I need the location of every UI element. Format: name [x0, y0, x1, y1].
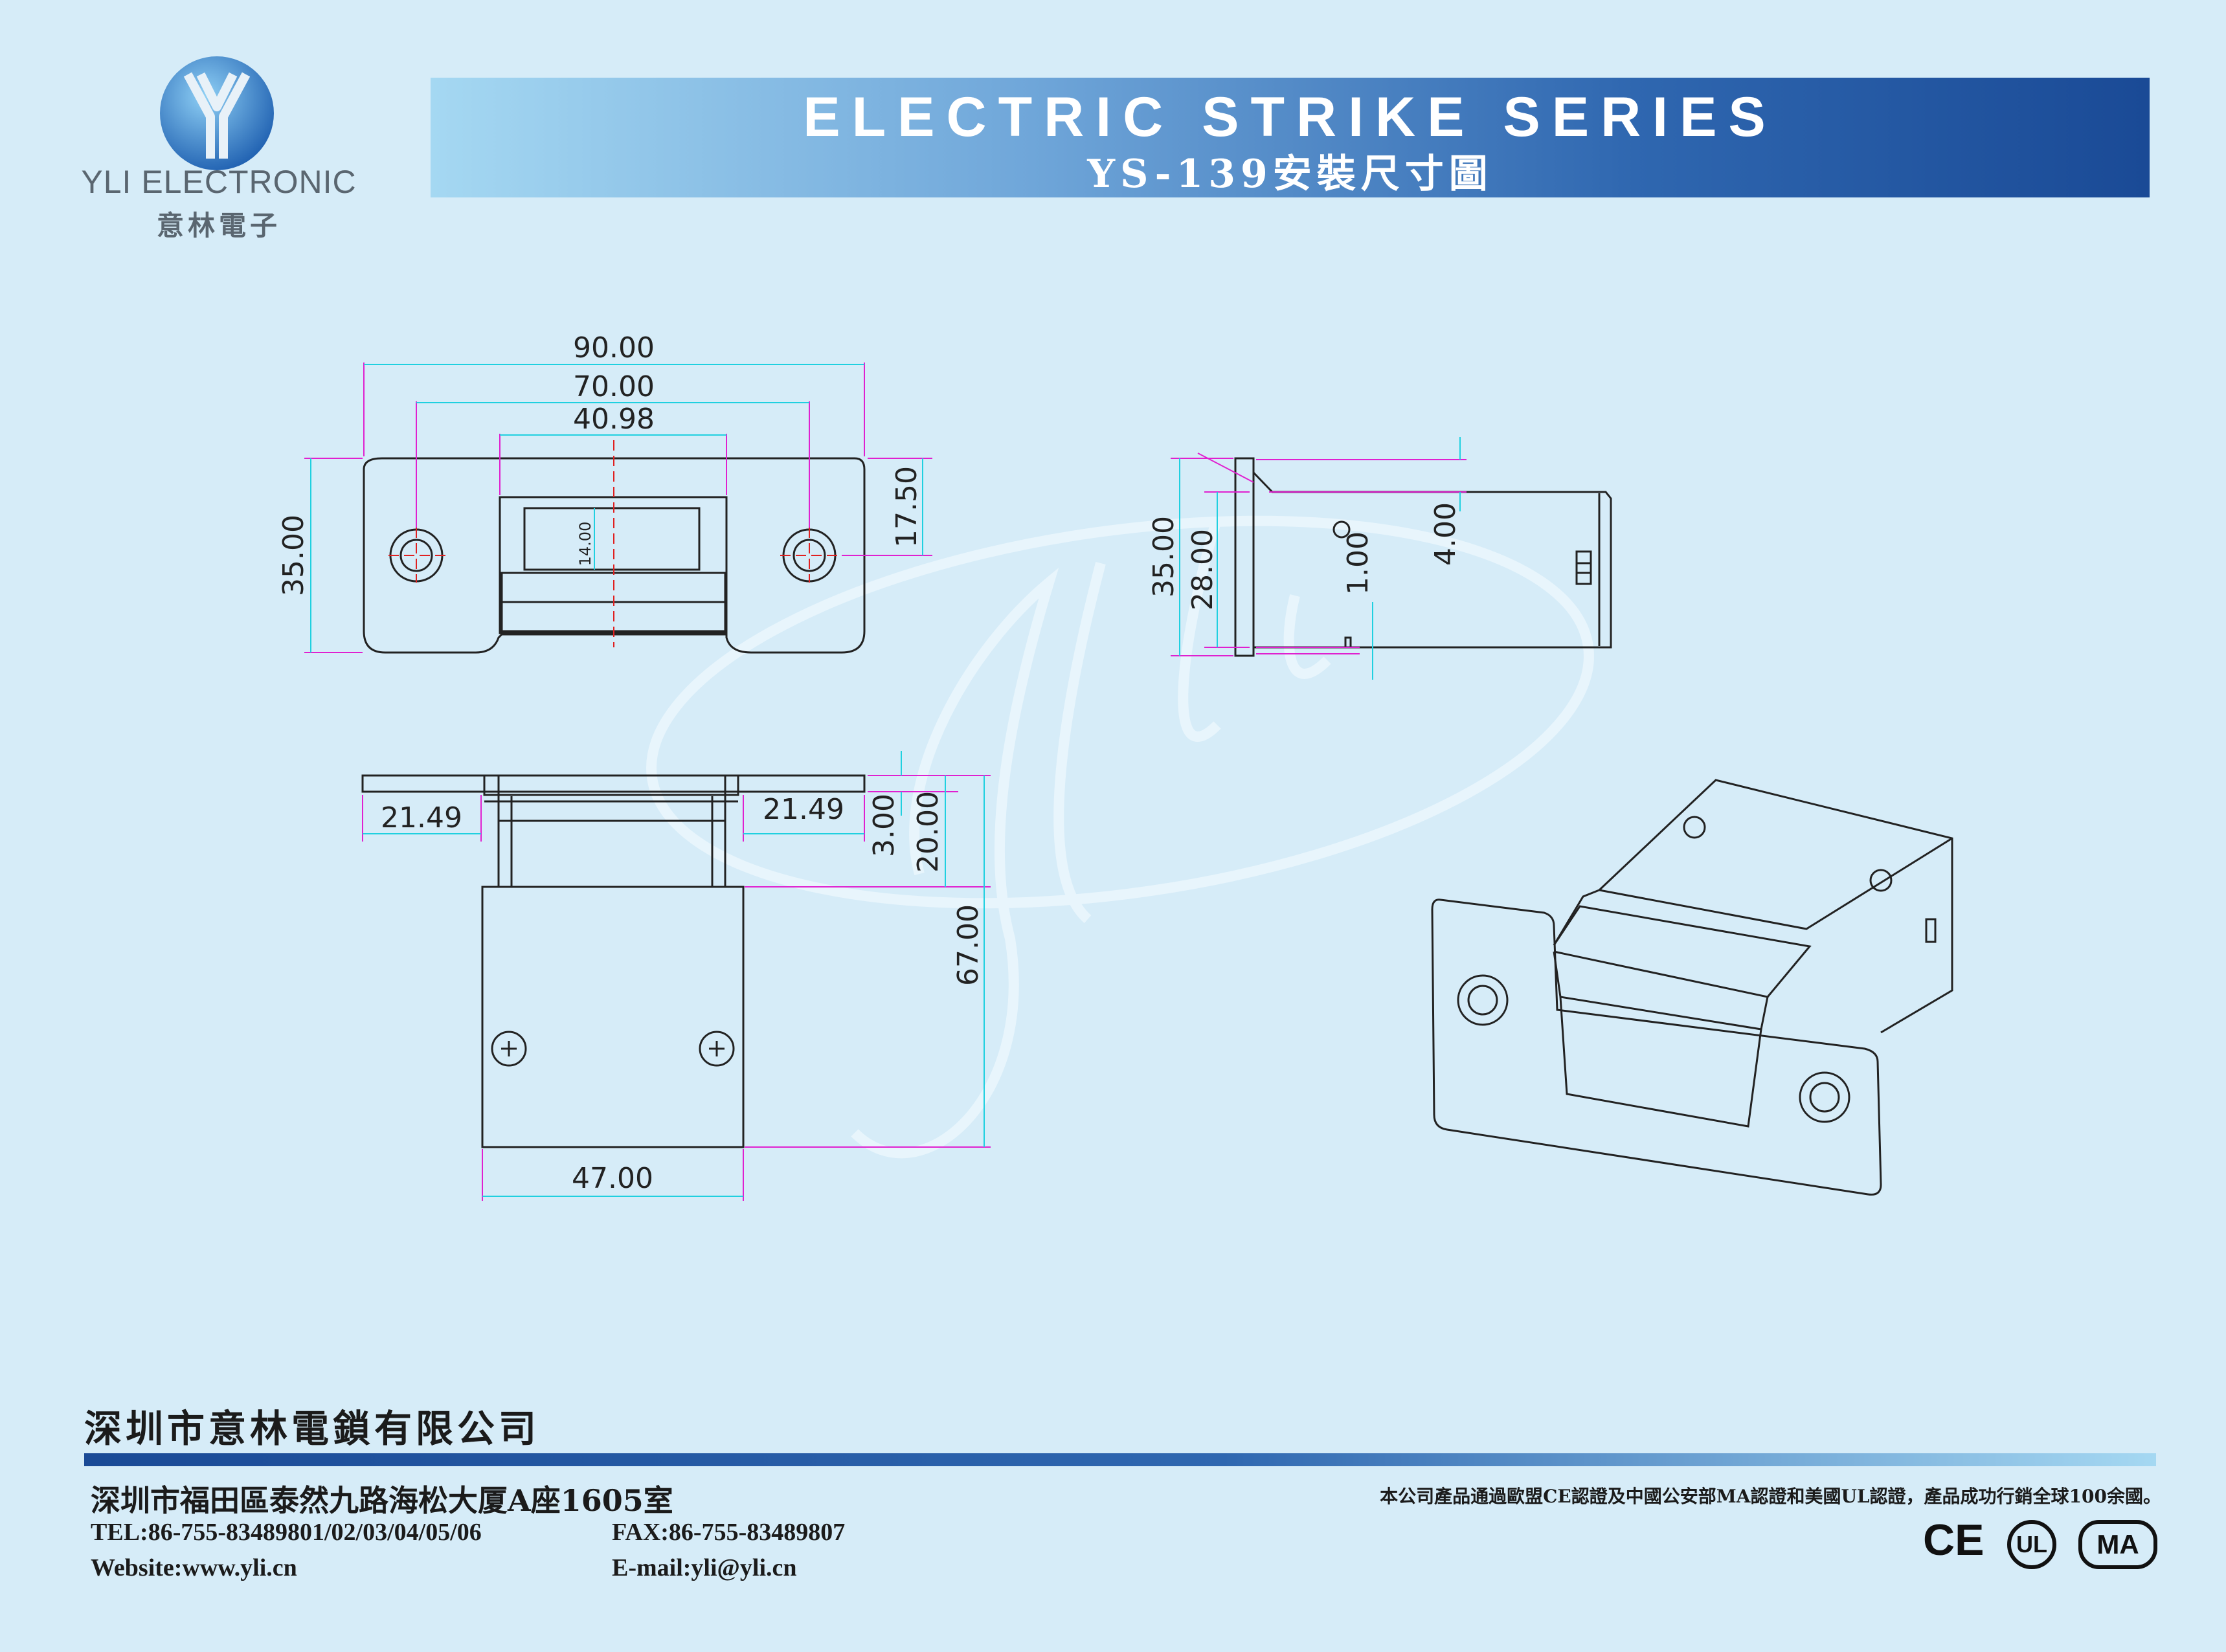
dim-side-inner: 28.00: [1186, 529, 1219, 610]
dim-front-half-height: 17.50: [890, 466, 923, 548]
dim-front-height: 35.00: [277, 515, 310, 596]
dimension-labels: 90.00 70.00 40.98 35.00 17.50 14.00 35.0…: [277, 331, 1462, 1195]
brand-name-zh: 意林電子: [156, 210, 281, 241]
dim-side-lip: 1.00: [1342, 531, 1375, 595]
ul-mark-icon: UL: [2007, 1520, 2056, 1569]
isometric-view: [1431, 779, 1953, 1196]
dim-front-opening: 40.98: [573, 403, 655, 436]
title-banner: ELECTRIC STRIKE SERIES YS-139安裝尺寸圖: [431, 78, 2150, 197]
ce-mark-icon: CE: [1923, 1515, 1984, 1565]
dim-bottom-left-flange: 21.49: [381, 801, 462, 834]
company-email[interactable]: E-mail:yli@yli.cn: [612, 1554, 797, 1581]
ma-mark-icon: MA: [2078, 1520, 2157, 1569]
dim-bottom-body-width: 47.00: [572, 1162, 653, 1195]
banner-title: ELECTRIC STRIKE SERIES: [803, 86, 1777, 148]
dim-bottom-right-flange: 21.49: [763, 793, 844, 826]
dim-front-total-width: 90.00: [573, 331, 655, 364]
bottom-view: [361, 774, 866, 1148]
front-dimension-lines: [304, 363, 932, 653]
yli-logo-icon: [160, 56, 274, 170]
company-website[interactable]: Website:www.yli.cn: [91, 1554, 297, 1581]
dim-side-height: 35.00: [1147, 516, 1180, 597]
company-address: 深圳市福田區泰然九路海松大厦A座1605室: [91, 1483, 673, 1518]
dim-bottom-lip: 3.00: [868, 794, 901, 857]
dim-side-offset: 4.00: [1429, 502, 1462, 566]
side-dimension-lines: [1171, 437, 1467, 680]
company-fax: FAX:86-755-83489807: [612, 1519, 846, 1546]
company-tel: TEL:86-755-83489801/02/03/04/05/06: [91, 1519, 482, 1546]
dim-bottom-depth-total: 67.00: [952, 904, 985, 986]
company-name: 深圳市意林電鎖有限公司: [84, 1407, 541, 1451]
side-view: [1234, 457, 1612, 657]
dim-front-hole-spacing: 70.00: [573, 370, 655, 403]
certification-statement: 本公司產品通過歐盟CE認證及中國公安部MA認證和美國UL認證，產品成功行銷全球1…: [1380, 1486, 2161, 1507]
dim-bottom-depth-upper: 20.00: [912, 791, 945, 873]
dim-front-keeper: 14.00: [576, 522, 594, 566]
watermark-yli: [646, 515, 1594, 1159]
bottom-dimension-lines: [362, 751, 991, 1201]
banner-subtitle: YS-139安裝尺寸圖: [1087, 151, 1493, 197]
brand-name-en: YLI ELECTRONIC: [81, 164, 357, 200]
front-centerlines: [388, 440, 838, 647]
footer-divider: [84, 1453, 2156, 1466]
